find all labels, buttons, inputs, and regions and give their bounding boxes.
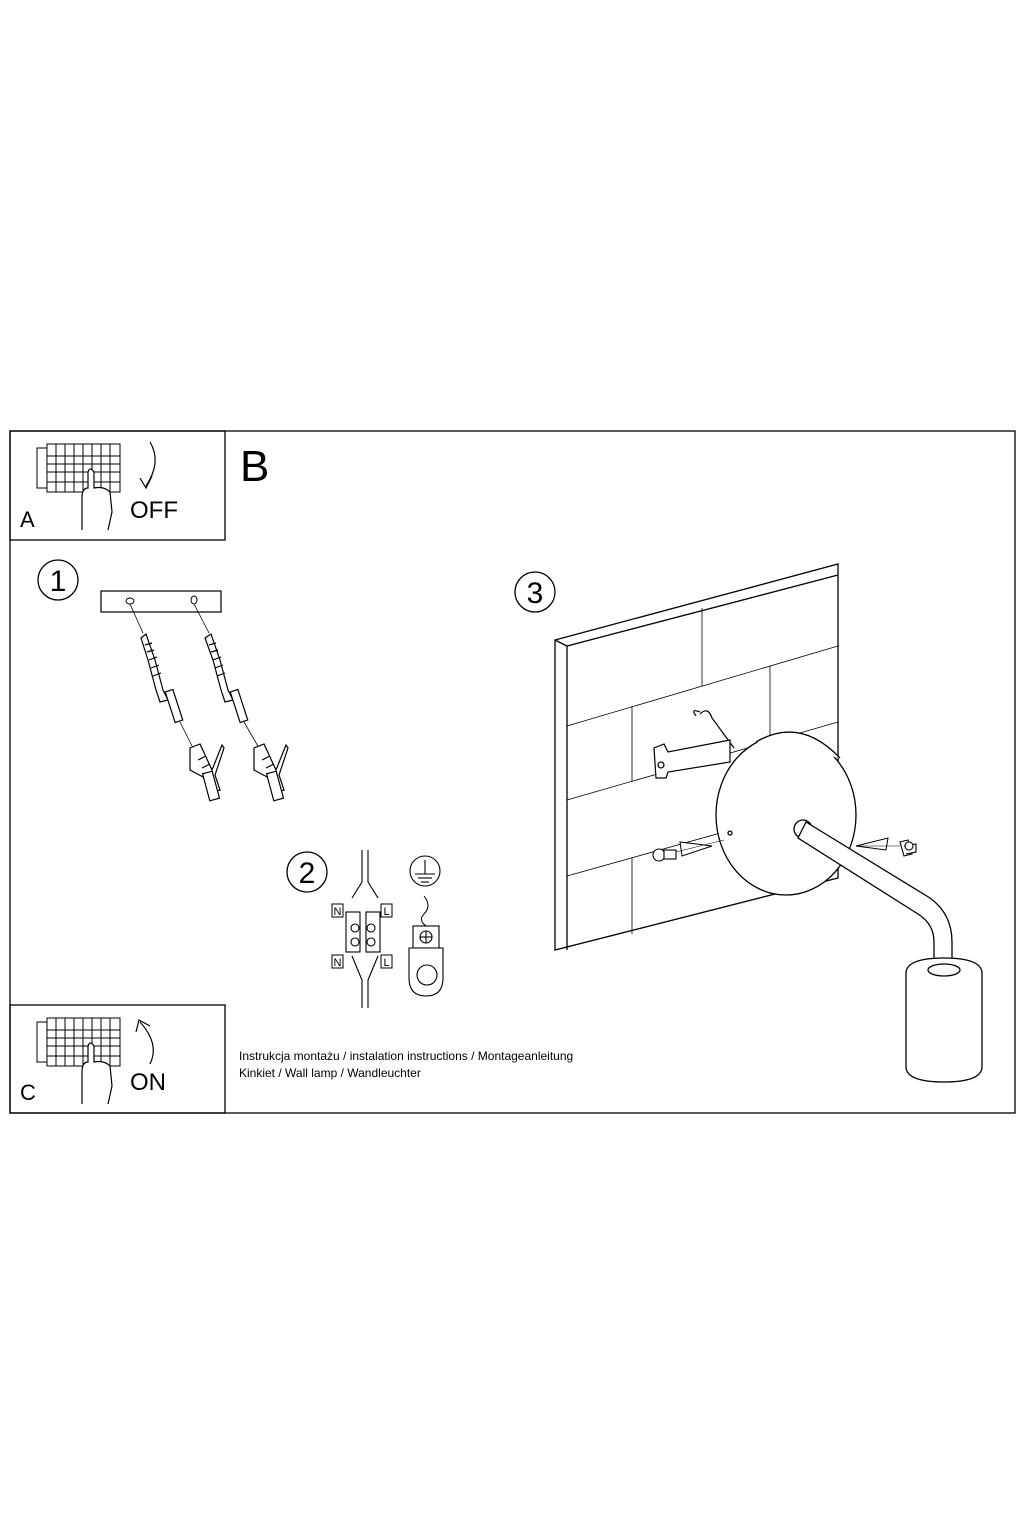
off-label: OFF [130,497,178,524]
step-3: 3 [514,563,983,1083]
step-3-number: 3 [527,577,544,610]
breaker-panel-icon [36,443,121,493]
hand-icon [81,468,113,531]
step-1-badge [37,559,79,601]
plate-hole [190,595,198,605]
outer-frame [9,430,1016,1114]
step-3-badge [514,571,556,613]
step-1-number: 1 [50,565,67,598]
on-label: ON [130,1069,166,1096]
wall-plug-icon [253,743,289,802]
neutral-tag [331,954,344,969]
step-2-number: 2 [299,857,316,890]
ground-symbol-icon [409,855,441,887]
ceiling-canopy [715,731,857,896]
ground-terminal-icon [408,925,444,997]
panel-a-frame [9,430,226,541]
panel-c-letter: C [20,1080,36,1105]
step-2: 2 N L N L [286,850,444,1008]
step-2-badge [286,851,328,893]
live-tag [380,903,393,918]
neutral-label-bottom: N [334,957,342,969]
panel-c-frame [9,1004,226,1114]
live-label-bottom: L [383,957,389,969]
step-1: 1 [37,559,289,802]
screw-icon [652,848,677,862]
live-label-top: L [383,906,389,918]
arrow-icon [855,837,889,851]
neutral-tag [331,903,344,918]
panel-b-letter: B [240,442,269,491]
screw-icon [899,839,917,857]
terminal-block-icon [345,850,381,1008]
curved-arrow-up-icon [135,1019,154,1065]
footer-line-1: Instrukcja montażu / instalation instruc… [239,1049,573,1063]
panel-c: C ON [20,1017,166,1105]
hand-icon [81,1042,113,1105]
panel-a-letter: A [20,507,35,532]
live-tag [380,954,393,969]
breaker-panel-icon [36,1017,121,1067]
lamp-holder [905,957,983,1083]
mounting-plate [100,590,222,613]
panel-a: A OFF [20,441,178,532]
neutral-label-top: N [334,906,342,918]
mounting-bracket [653,710,735,779]
screw-icon [204,633,249,724]
arrow-icon [679,841,713,857]
curved-arrow-down-icon [139,441,156,490]
footer-line-2: Kinkiet / Wall lamp / Wandleuchter [239,1066,421,1080]
screw-icon [140,633,184,724]
wall-plug-icon [189,743,225,802]
plate-hole [125,597,135,605]
